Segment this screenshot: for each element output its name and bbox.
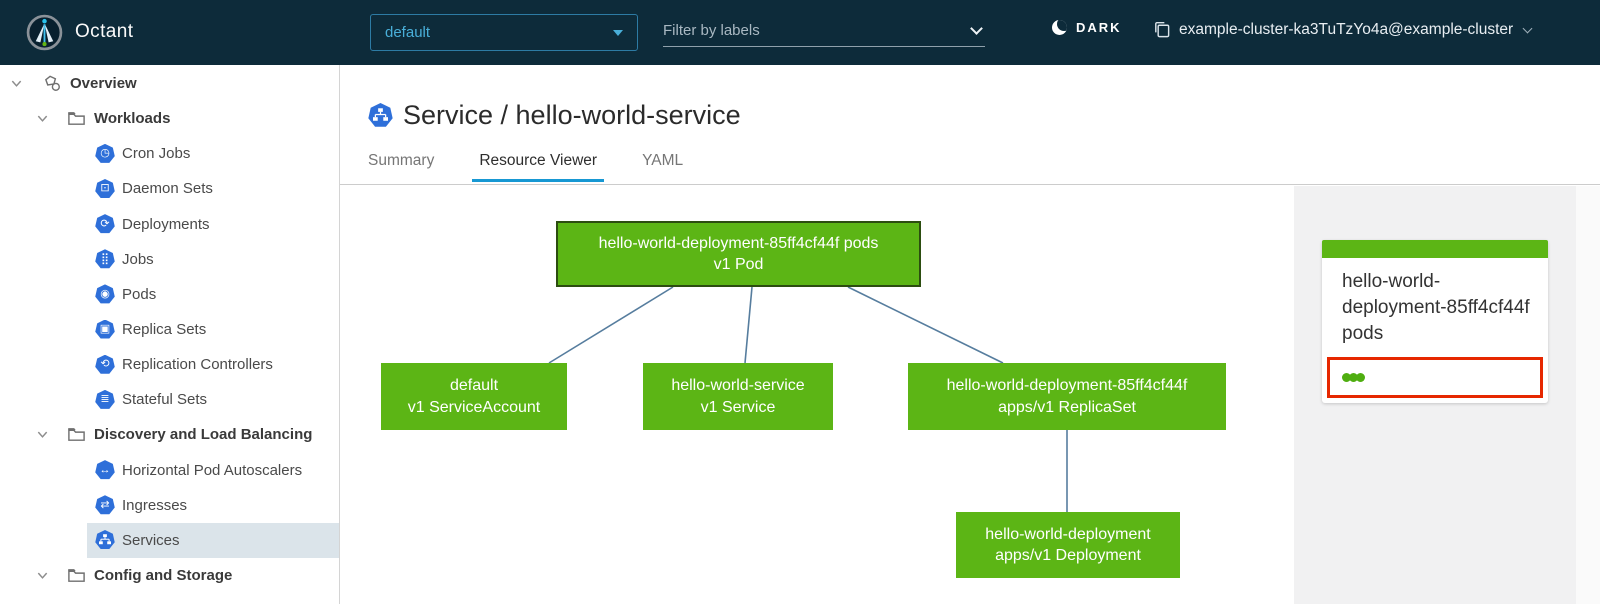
sidebar-item-label: Config and Storage: [94, 567, 233, 585]
sidebar-item-jobs[interactable]: ⣿ Jobs: [0, 242, 339, 277]
node-apiversion-kind: v1 Pod: [713, 256, 764, 273]
resource-detail-panel: hello-world-deployment-85ff4cf44f pods: [1294, 186, 1576, 604]
service-icon: [95, 530, 115, 550]
selected-node-card: hello-world-deployment-85ff4cf44f pods: [1322, 240, 1548, 403]
sidebar-item-pods[interactable]: ◉ Pods: [0, 277, 339, 312]
pod-ok-dot-icon: [1349, 373, 1358, 382]
sidebar-item-label: Services: [122, 531, 180, 549]
content-divider: [340, 184, 1600, 185]
sidebar-item-workloads[interactable]: Workloads: [0, 101, 339, 136]
pod-icon: ◉: [95, 284, 115, 304]
pod-status-highlight-box[interactable]: [1327, 357, 1543, 398]
replication-controller-icon: ⟲: [95, 354, 115, 375]
sidebar-item-replica-sets[interactable]: ▣ Replica Sets: [0, 312, 339, 347]
sidebar-item-deployments[interactable]: ⟳ Deployments: [0, 207, 339, 242]
sidebar-item-label: Stateful Sets: [122, 391, 208, 409]
chevron-down-icon[interactable]: [10, 77, 24, 90]
graph-node-pod[interactable]: hello-world-deployment-85ff4cf44f pods v1…: [556, 221, 921, 287]
sidebar-item-label: Ingresses: [122, 496, 188, 514]
folder-icon: [66, 425, 86, 445]
sidebar-item-discovery-and-load-balancing[interactable]: Discovery and Load Balancing: [0, 417, 339, 452]
tab-yaml[interactable]: YAML: [642, 152, 684, 169]
sidebar-item-label: Pods: [122, 285, 157, 303]
chevron-down-icon[interactable]: [36, 428, 50, 441]
deployment-icon: ⟳: [95, 214, 115, 234]
graph-node-deployment[interactable]: hello-world-deployment apps/v1 Deployment: [956, 512, 1180, 578]
card-status-bar: [1322, 240, 1548, 258]
sidebar-item-replication-controllers[interactable]: ⟲ Replication Controllers: [0, 347, 339, 382]
applications-icon: [42, 74, 62, 94]
graph-node-service[interactable]: hello-world-service v1 Service: [643, 363, 833, 430]
pod-ok-dot-icon: [1342, 373, 1351, 382]
sidebar-item-label: Deployments: [122, 215, 210, 233]
folder-icon: [66, 109, 86, 129]
sidebar-item-label: Workloads: [94, 110, 171, 128]
node-title: hello-world-service: [671, 377, 805, 395]
node-apiversion-kind: v1 ServiceAccount: [407, 398, 541, 416]
caret-down-icon: [613, 29, 623, 36]
daemonset-icon: ⊡: [95, 178, 115, 199]
hpa-icon: ↔: [95, 460, 115, 480]
chevron-down-icon[interactable]: [970, 21, 983, 35]
sidebar-item-label: Replication Controllers: [122, 356, 273, 374]
sidebar-item-config-and-storage[interactable]: Config and Storage: [0, 558, 339, 593]
ingress-icon: ⇄: [95, 495, 115, 515]
moon-icon: [1052, 20, 1067, 35]
filter-labels-field: [663, 14, 985, 47]
cluster-context-menu[interactable]: example-cluster-ka3TuTzYo4a@example-clus…: [1152, 20, 1533, 39]
sidebar-item-daemon-sets[interactable]: ⊡ Daemon Sets: [0, 171, 339, 206]
app-header: Octant default DARK example-cluster-ka3T…: [0, 0, 1600, 65]
cronjob-icon: ◷: [95, 143, 115, 164]
dark-theme-toggle[interactable]: DARK: [1052, 20, 1122, 35]
card-title: hello-world-deployment-85ff4cf44f pods: [1342, 271, 1530, 344]
node-apiversion-kind: v1 Service: [700, 398, 776, 416]
sidebar-item-label: Overview: [70, 75, 137, 93]
job-icon: ⣿: [95, 249, 115, 269]
node-apiversion-kind: apps/v1 Deployment: [995, 547, 1141, 564]
folder-icon: [66, 566, 86, 586]
namespace-select-value: default: [385, 24, 431, 41]
sidebar-item-horizontal-pod-autoscalers[interactable]: ↔ Horizontal Pod Autoscalers: [0, 453, 339, 488]
graph-node-serviceaccount[interactable]: default v1 ServiceAccount: [381, 363, 567, 430]
panel-margin: [1576, 186, 1600, 604]
sidebar-item-cron-jobs[interactable]: ◷ Cron Jobs: [0, 136, 339, 171]
cluster-icon: [1152, 20, 1171, 39]
sidebar-item-stateful-sets[interactable]: ≣ Stateful Sets: [0, 382, 339, 417]
node-title: default: [449, 377, 499, 395]
page-title: Service / hello-world-service: [403, 100, 741, 130]
sidebar-item-label: Horizontal Pod Autoscalers: [122, 461, 303, 479]
replicaset-icon: ▣: [95, 319, 115, 340]
statefulset-icon: ≣: [95, 389, 115, 410]
sidebar-item-label: Discovery and Load Balancing: [94, 426, 313, 444]
chevron-down-icon[interactable]: [36, 569, 50, 582]
sidebar-item-overview[interactable]: Overview: [0, 66, 339, 101]
sidebar-item-label: Cron Jobs: [122, 145, 191, 163]
tab-resource-viewer[interactable]: Resource Viewer: [472, 146, 604, 182]
node-title: hello-world-deployment-85ff4cf44f: [946, 377, 1188, 395]
service-icon: [368, 103, 393, 128]
sidebar-nav: Overview Workloads ◷ Cron Jobs ⊡ Daemon Sets…: [0, 65, 340, 604]
namespace-select[interactable]: default: [370, 14, 638, 51]
tab-summary[interactable]: Summary: [368, 152, 435, 169]
octant-logo-icon: [26, 14, 63, 51]
sidebar-item-label: Daemon Sets: [122, 180, 213, 198]
page-title-row: Service / hello-world-service: [368, 100, 741, 131]
sidebar-item-ingresses[interactable]: ⇄ Ingresses: [0, 488, 339, 523]
sidebar-item-label: Jobs: [122, 250, 154, 268]
tab-bar: Summary Resource Viewer YAML: [361, 146, 721, 182]
chevron-down-icon[interactable]: [36, 112, 50, 125]
dark-theme-label: DARK: [1076, 20, 1122, 35]
chevron-down-icon: [1522, 23, 1533, 33]
brand-title: Octant: [75, 21, 134, 42]
node-title: hello-world-deployment: [985, 525, 1151, 543]
sidebar-item-services[interactable]: Services: [0, 522, 339, 558]
node-title: hello-world-deployment-85ff4cf44f pods: [598, 234, 879, 252]
pod-ok-dot-icon: [1356, 373, 1365, 382]
node-apiversion-kind: apps/v1 ReplicaSet: [998, 398, 1136, 416]
filter-labels-input[interactable]: [663, 21, 968, 39]
cluster-context-label: example-cluster-ka3TuTzYo4a@example-clus…: [1179, 20, 1514, 38]
sidebar-item-label: Replica Sets: [122, 321, 207, 339]
graph-node-replicaset[interactable]: hello-world-deployment-85ff4cf44f apps/v1…: [908, 363, 1226, 430]
